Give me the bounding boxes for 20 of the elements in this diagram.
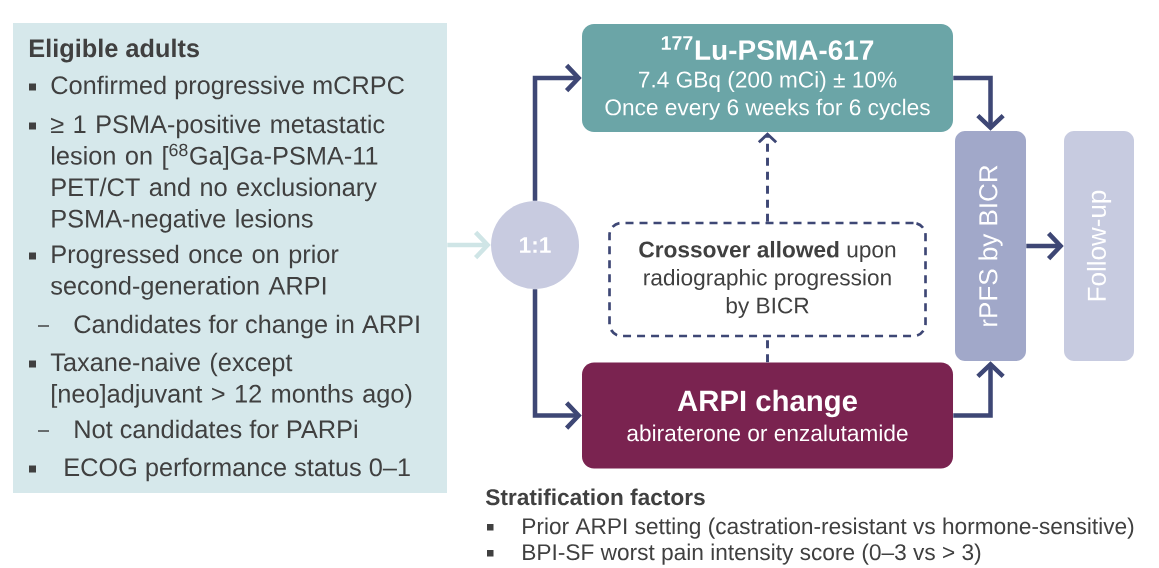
treatment-box: $^{177}$Lu-PSMA-617 7.4 GBq (200 mCi) ± 10% Once every 6 weeks for 6 cycles: [582, 24, 953, 132]
vertical-label-box: rPFS by BICR: [955, 131, 1026, 361]
dashed-text-box: Crossover allowed upon radiographic progression by BICR: [608, 221, 927, 338]
dashed-arrow: [757, 132, 778, 222]
bullet-item: Progressed once on prior second-generation ARPI: [51, 244, 339, 300]
bullet-item: Candidates for change in ARPI: [74, 314, 419, 339]
arrow: [532, 63, 582, 201]
treatment-box: ARPI change abiraterone or enzalutamide: [582, 362, 953, 469]
dashed-connector-line: [766, 337, 769, 363]
bullet-item: Confirmed progressive mCRPC: [51, 75, 404, 100]
bullet-item: Taxane-naive (except [neo]adjuvant > 12 months ago): [50, 352, 412, 408]
bullet-item: Prior ARPI setting (castration-resistant vs hormone-sensitive): [523, 517, 1134, 539]
vertical-label-box: Follow-up: [1064, 131, 1134, 361]
arrow: [532, 289, 582, 430]
bullet-item: ≥ 1 PSMA-positive metastatic lesion on [$^{68}$Ga]Ga-PSMA-11 PET/CT and no exclusionary PSMA-negative lesions: [51, 114, 385, 233]
bullet-item: ECOG performance status 0–1: [65, 457, 410, 482]
section-heading: Stratification factors: [485, 488, 705, 506]
bullet-item: Not candidates for PARPi: [75, 419, 357, 439]
bullet-item: BPI-SF worst pain intensity score (0–3 vs > 3): [523, 543, 981, 565]
panel-heading: Eligible adults: [29, 38, 199, 63]
